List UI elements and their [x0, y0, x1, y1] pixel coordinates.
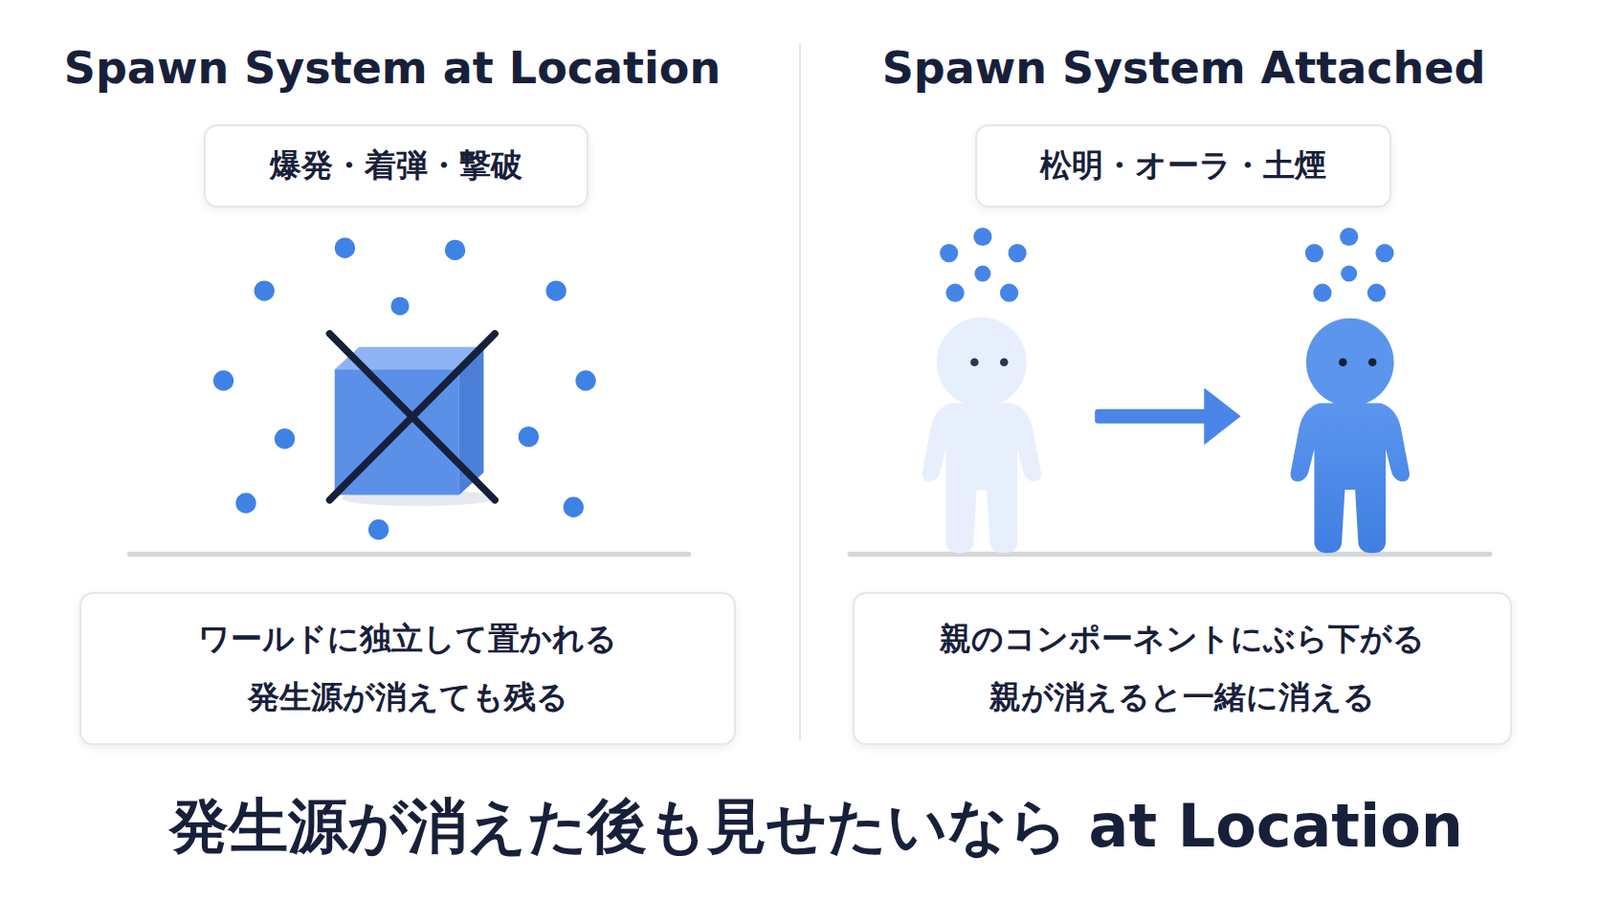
- category-pill: 松明・オーラ・土煙: [975, 124, 1392, 208]
- description-box: ワールドに独立して置かれる発生源が消えても残る: [79, 592, 736, 746]
- particles: [213, 238, 597, 541]
- description-text: ワールドに独立して置かれる: [198, 619, 618, 661]
- section-heading: Spawn System Attached: [882, 42, 1487, 94]
- cube: [334, 347, 495, 507]
- pill-text: 松明・オーラ・土煙: [1040, 144, 1327, 188]
- divider: [799, 43, 801, 742]
- pill-text: 爆発・着弾・撃破: [269, 144, 523, 188]
- arrow: [1094, 387, 1241, 445]
- ghost-figure: [922, 317, 1042, 554]
- category-pill: 爆発・着弾・撃破: [203, 124, 589, 208]
- caption: 発生源が消えた後も見せたいなら at Location: [169, 786, 1464, 867]
- particles: [939, 227, 1395, 303]
- description-text: 親のコンポーネントにぶら下がる: [939, 619, 1425, 661]
- description-text: 発生源が消えても残る: [247, 677, 569, 719]
- blue-figure: [1290, 318, 1410, 554]
- cross-mark: [329, 333, 495, 501]
- ground-line: [129, 552, 689, 557]
- ground-line: [849, 552, 1490, 557]
- description-text: 親が消えると一緒に消える: [989, 677, 1376, 719]
- description-box: 親のコンポーネントにぶら下がる親が消えると一緒に消える: [852, 592, 1512, 746]
- section-heading: Spawn System at Location: [64, 42, 721, 94]
